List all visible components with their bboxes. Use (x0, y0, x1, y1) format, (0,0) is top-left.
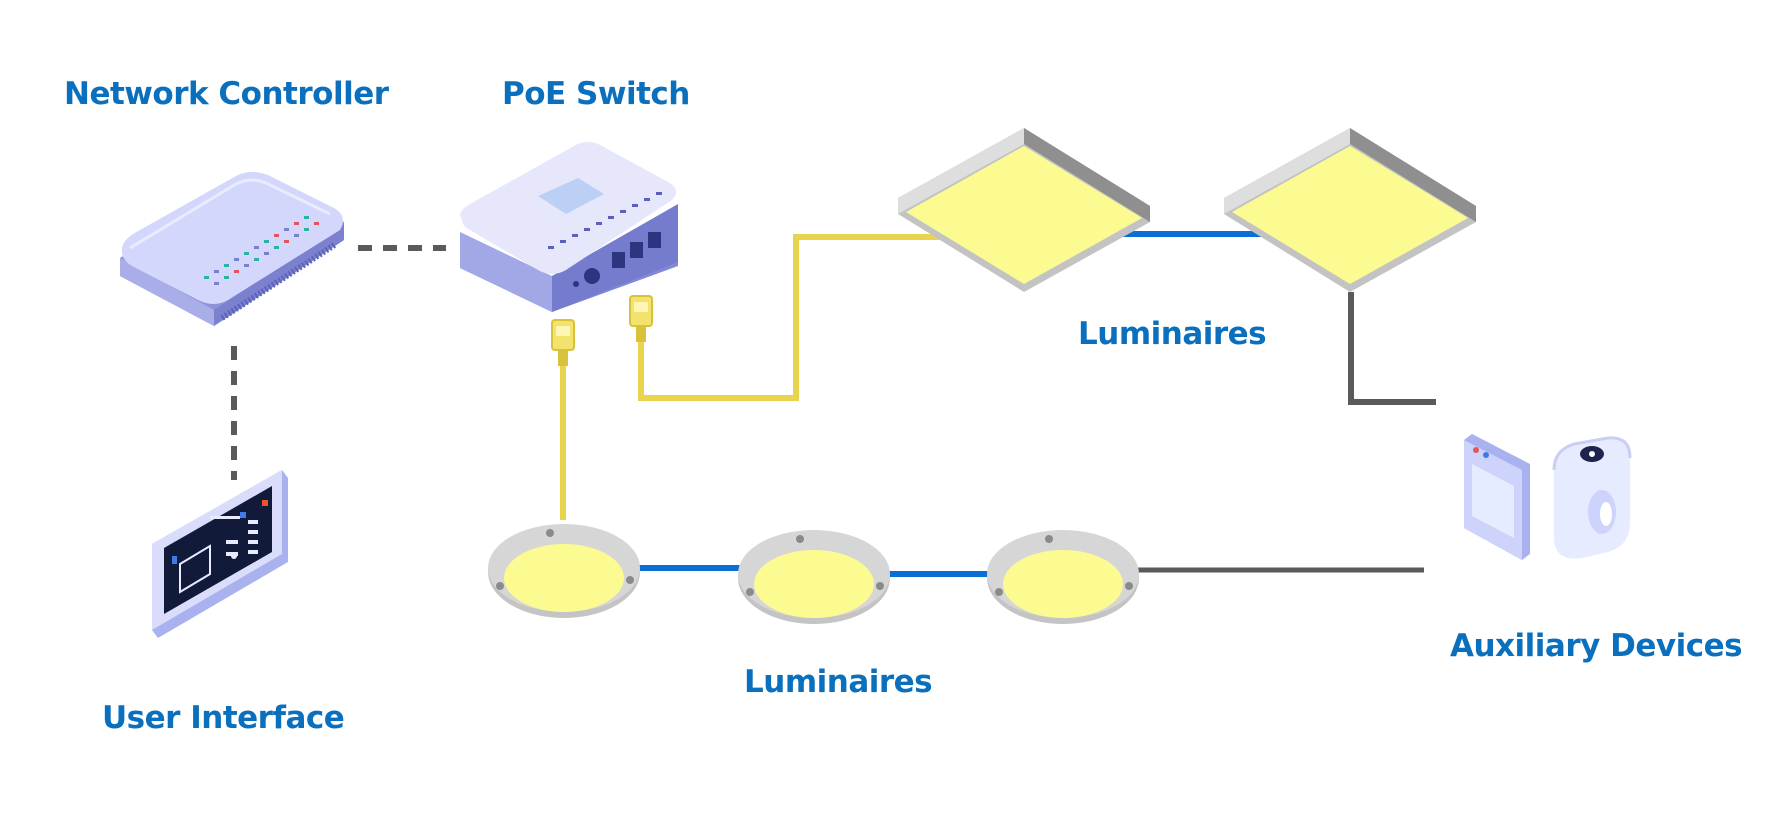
panel-aux-link (1348, 292, 1436, 405)
network-controller-label: Network Controller (64, 76, 389, 112)
downlight-luminaire-icon (987, 530, 1139, 624)
wall-switch-icon (1552, 436, 1632, 559)
user-interface-panel-icon (152, 470, 288, 638)
rj45-connector-icon (551, 319, 575, 366)
downlight-luminaire-icon (488, 524, 640, 618)
rj45-connector-icon (629, 295, 653, 342)
poe-cable-panels (638, 234, 940, 401)
auxiliary-devices-label: Auxiliary Devices (1450, 628, 1743, 664)
poe-switch-label: PoE Switch (502, 76, 690, 112)
occupancy-sensor-icon (1464, 434, 1530, 560)
downlight-luminaire-icon (738, 530, 890, 624)
panel-luminaire-icon (898, 128, 1150, 292)
luminaires-bottom-label: Luminaires (744, 664, 933, 700)
panel-luminaire-icon (1224, 128, 1476, 292)
network-controller-icon (120, 172, 344, 326)
poe-switch-icon (460, 142, 678, 312)
user-interface-label: User Interface (102, 700, 345, 736)
luminaires-top-label: Luminaires (1078, 316, 1267, 352)
